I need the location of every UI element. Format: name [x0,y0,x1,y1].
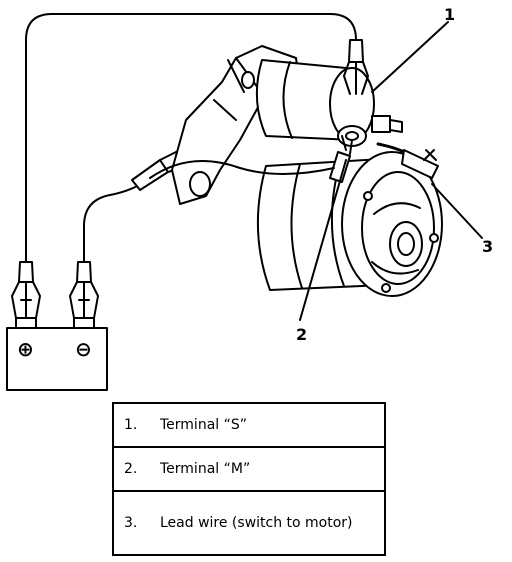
battery-post-negative [73,317,95,329]
legend-table: 1. Terminal “S” 2. Terminal “M” 3. Lead … [112,402,386,556]
callout-2: 2 [296,325,307,344]
leader-2 [299,159,347,321]
callout-1: 1 [444,5,455,24]
battery-post-positive [15,317,37,329]
clip-terminal-m [329,135,353,183]
mount-hole [189,171,211,197]
legend-row: 1. Terminal “S” [112,402,386,448]
legend-number: 1. [124,417,138,433]
legend-number: 2. [124,461,138,477]
leader-3 [431,183,483,239]
clip-positive [11,261,41,319]
starter-test-diagram: 1 2 3 ⊕ ⊖ [6,5,493,391]
legend-row: 3. Lead wire (switch to motor) [112,490,386,556]
legend-text: Terminal “S” [160,417,248,433]
legend-number: 3. [124,515,138,531]
legend-text: Terminal “M” [160,461,251,477]
leader-1 [371,21,449,93]
callout-3: 3 [482,237,493,256]
legend-row: 2. Terminal “M” [112,446,386,492]
wire-positive [25,13,357,263]
battery-negative-symbol: ⊖ [75,337,92,361]
clip-negative [69,261,99,319]
battery-positive-symbol: ⊕ [17,337,34,361]
legend-text: Lead wire (switch to motor) [160,515,353,531]
battery [6,327,108,391]
terminal-stud-right [371,115,391,133]
clip-terminal-s [343,39,369,95]
